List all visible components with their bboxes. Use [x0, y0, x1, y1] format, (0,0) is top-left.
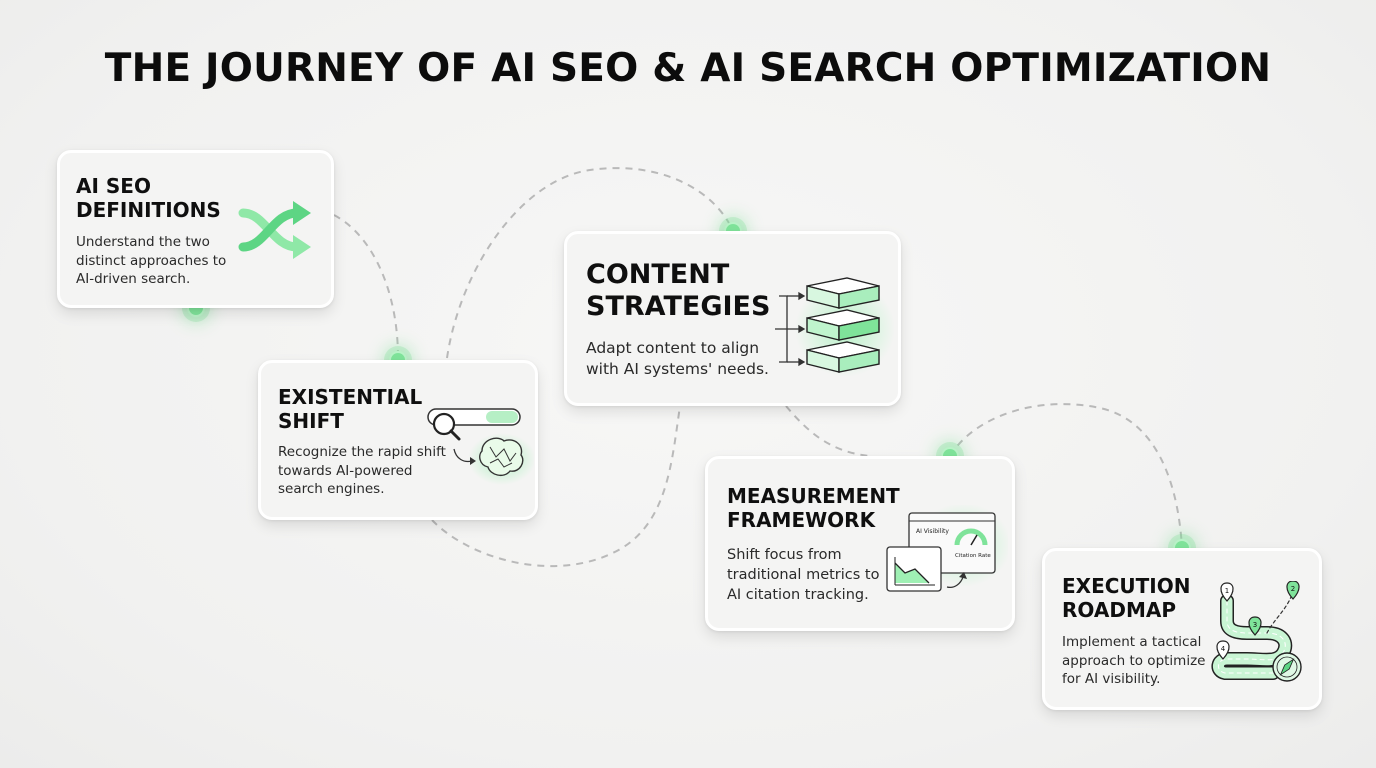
- roadmap-compass-icon: 1 2 3 4: [1203, 580, 1313, 696]
- roadmap-marker-1: 1: [1225, 587, 1229, 595]
- path-segment-1-2: [333, 214, 399, 359]
- gauge-label: Citation Rate: [955, 553, 991, 559]
- step-description: Understand the two distinct approaches t…: [76, 234, 227, 288]
- stacked-layers-icon: [775, 274, 895, 384]
- search-to-brain-icon: [424, 401, 536, 491]
- path-segment-2-loop: [431, 405, 681, 568]
- roadmap-marker-3: 3: [1253, 621, 1257, 629]
- page-title: THE JOURNEY OF AI SEO & AI SEARCH OPTIMI…: [104, 46, 1272, 91]
- step-description: Recognize the rapid shift towards AI-pow…: [278, 444, 446, 498]
- path-segment-2-3: [446, 167, 734, 359]
- dashboard-panel-title: AI Visibility: [916, 528, 949, 535]
- shuffle-arrows-icon: [235, 195, 315, 270]
- path-segment-3-4: [785, 405, 871, 457]
- roadmap-marker-4: 4: [1221, 645, 1226, 653]
- roadmap-marker-2: 2: [1291, 585, 1295, 593]
- step-description: Shift focus from traditional metrics to …: [727, 547, 880, 603]
- step-description: Implement a tactical approach to optimiz…: [1062, 634, 1206, 688]
- dashboard-gauge-icon: AI Visibility Citation Rate: [883, 503, 1011, 605]
- step-description: Adapt content to align with AI systems' …: [586, 339, 769, 379]
